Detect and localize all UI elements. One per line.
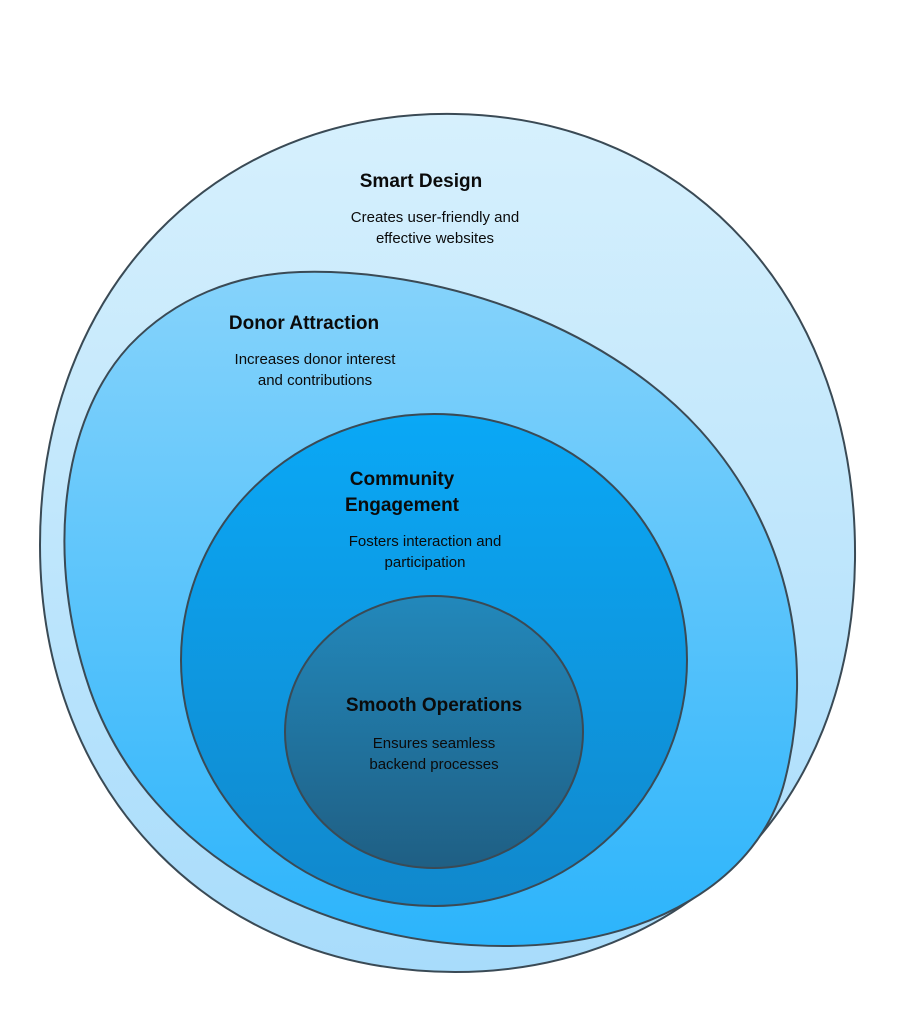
smooth-operations-description-line-1: Ensures seamless: [372, 735, 496, 752]
community-engagement-title: Community Engagement: [302, 467, 502, 519]
smooth-operations-description: Ensures seamless backend processes: [319, 733, 549, 775]
smart-design-description-line-1: Creates user-friendly and: [350, 209, 520, 226]
smooth-operations-layer: [284, 595, 584, 869]
donor-attraction-description: Increases donor interest and contributio…: [200, 349, 430, 391]
smooth-operations-description-line-2: backend processes: [369, 756, 499, 773]
donor-attraction-description-line-2: and contributions: [257, 372, 373, 389]
smart-design-description-line-2: effective websites: [375, 230, 495, 247]
community-engagement-description-line-1: Fosters interaction and: [348, 533, 502, 550]
smart-design-title: Smart Design: [359, 171, 483, 192]
smooth-operations-title: Smooth Operations: [345, 695, 523, 716]
community-engagement-title-line-2: Engagement: [344, 495, 460, 516]
donor-attraction-title: Donor Attraction: [228, 313, 380, 334]
donor-attraction-description-line-1: Increases donor interest: [234, 351, 396, 368]
smart-design-description: Creates user-friendly and effective webs…: [320, 207, 550, 249]
community-engagement-description: Fosters interaction and participation: [310, 531, 540, 573]
community-engagement-description-line-2: participation: [384, 554, 466, 571]
community-engagement-title-line-1: Community: [349, 469, 455, 490]
